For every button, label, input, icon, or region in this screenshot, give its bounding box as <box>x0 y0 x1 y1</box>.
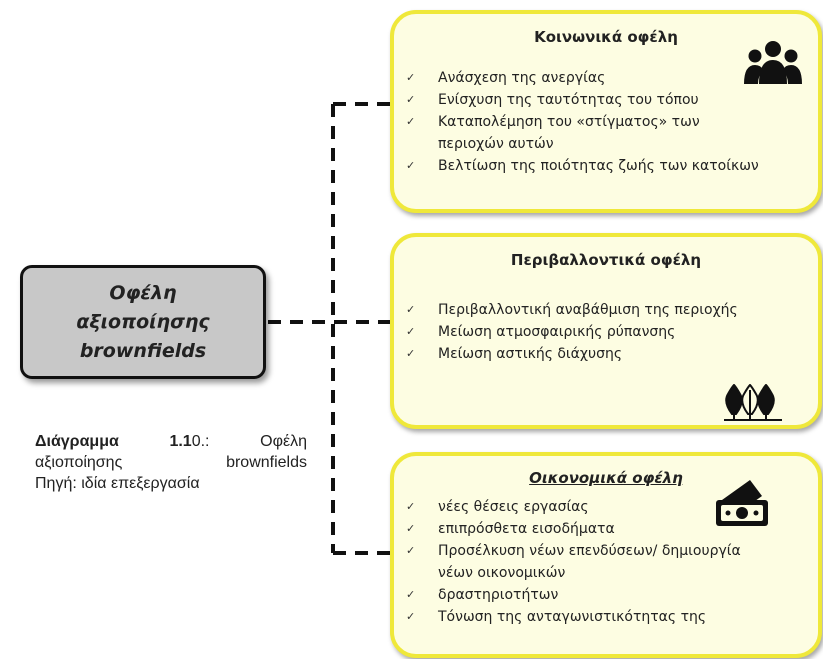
list-item: ✓επιπρόσθετα εισοδήματα <box>394 518 818 540</box>
caption-label: Διάγραμμα <box>35 433 119 450</box>
check-mark-icon: ✓ <box>406 303 416 316</box>
environmental-benefits-title: Περιβαλλοντικά οφέλη <box>510 251 702 269</box>
check-mark-icon: ✓ <box>406 159 416 172</box>
check-mark-icon: ✓ <box>406 71 416 84</box>
money-tray-icon <box>712 478 772 532</box>
caption-number-rest: 0.: <box>191 433 210 450</box>
list-item: ✓Ενίσχυση της ταυτότητας του τόπου <box>394 89 818 111</box>
people-group-icon <box>744 40 802 90</box>
list-item: ✓Καταπολέμηση του «στίγματος» των περιοχ… <box>394 111 764 155</box>
list-item: ✓Βελτίωση της ποιότητας ζωής των κατοίκω… <box>394 155 818 177</box>
social-benefits-list: ✓Ανάσχεση της ανεργίας ✓Ενίσχυση της ταυ… <box>394 67 818 177</box>
list-item: ✓Προσέλκυση νέων επενδύσεων/ δημιουργία … <box>394 540 754 584</box>
list-item: ✓Τόνωση της ανταγωνιστικότητας της <box>394 606 818 628</box>
figure-caption: Διάγραμμα 1.10.: Οφέλη αξιοποίησης brown… <box>35 431 307 494</box>
check-mark-icon: ✓ <box>406 522 416 535</box>
check-mark-icon: ✓ <box>406 325 416 338</box>
check-mark-icon: ✓ <box>406 347 416 360</box>
environmental-benefits-box: Περιβαλλοντικά οφέλη ✓Περιβαλλοντική ανα… <box>390 233 822 429</box>
main-concept-title: Οφέλη αξιοποίησης brownfields <box>76 281 210 362</box>
check-mark-icon: ✓ <box>406 544 416 557</box>
social-benefits-box: Κοινωνικά οφέλη ✓Ανάσχεση της ανεργίας ✓… <box>390 10 822 213</box>
check-mark-icon: ✓ <box>406 93 416 106</box>
check-mark-icon: ✓ <box>406 500 416 513</box>
list-item: ✓νέες θέσεις εργασίας <box>394 496 818 518</box>
list-item: ✓Ανάσχεση της ανεργίας <box>394 67 818 89</box>
economic-benefits-list: ✓νέες θέσεις εργασίας ✓επιπρόσθετα εισοδ… <box>394 496 818 628</box>
caption-number-bold: 1.1 <box>169 433 192 450</box>
caption-source: Πηγή: ιδία επεξεργασία <box>35 475 200 492</box>
economic-benefits-title: Οικονομικά οφέλη <box>529 469 683 487</box>
environmental-benefits-list: ✓Περιβαλλοντική αναβάθμιση της περιοχής … <box>394 299 818 365</box>
caption-line-2: αξιοποίησης brownfields <box>35 454 307 471</box>
list-item: ✓Μείωση αστικής διάχυσης <box>394 343 818 365</box>
trees-icon <box>722 383 784 426</box>
check-mark-icon: ✓ <box>406 115 416 128</box>
list-item: ✓Μείωση ατμοσφαιρικής ρύπανσης <box>394 321 818 343</box>
list-item: ✓Περιβαλλοντική αναβάθμιση της περιοχής <box>394 299 818 321</box>
economic-benefits-box: Οικονομικά οφέλη ✓νέες θέσεις εργασίας ✓… <box>390 452 822 658</box>
main-concept-box: Οφέλη αξιοποίησης brownfields <box>20 265 266 379</box>
caption-title-part1: Οφέλη <box>260 433 307 450</box>
check-mark-icon: ✓ <box>406 588 416 601</box>
list-item: ✓δραστηριοτήτων <box>394 584 818 606</box>
caption-line-1: Διάγραμμα 1.10.: Οφέλη <box>35 431 307 452</box>
social-benefits-title: Κοινωνικά οφέλη <box>534 28 678 46</box>
check-mark-icon: ✓ <box>406 610 416 623</box>
